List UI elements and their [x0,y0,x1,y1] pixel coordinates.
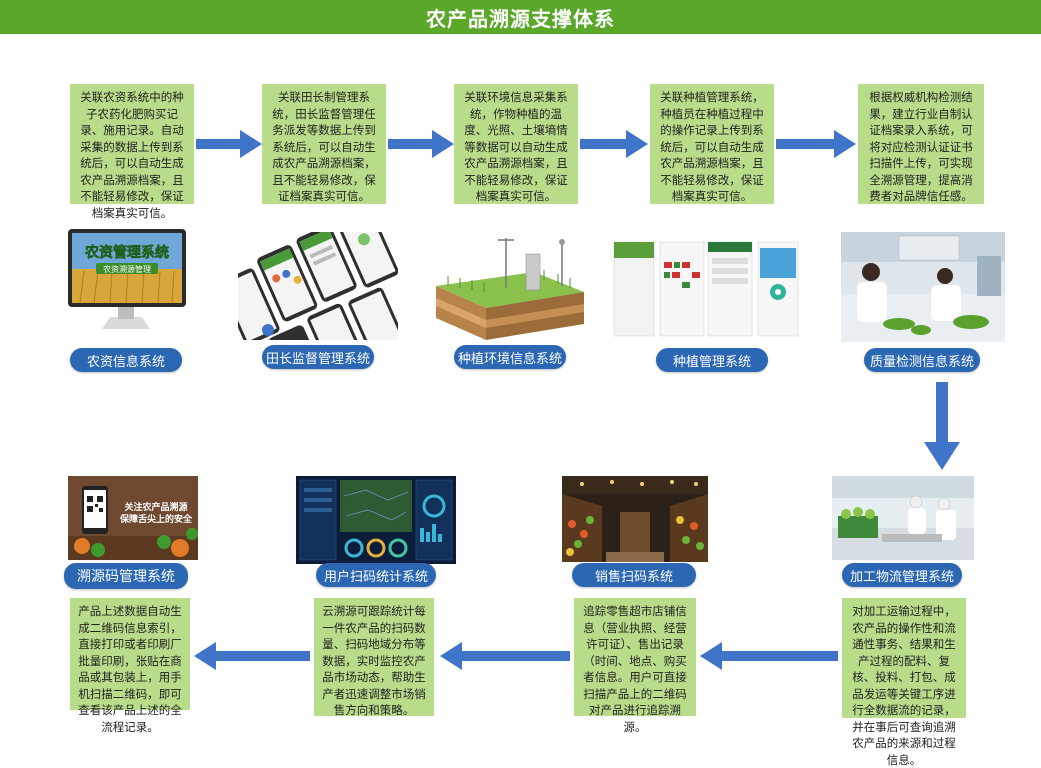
label-field-supervision-system: 田长监督管理系统 [262,345,374,369]
label-planting-management-system: 种植管理系统 [656,348,768,372]
field-supervision-app-image [238,232,398,340]
desc-traceability-code: 产品上述数据自动生成二维码信息索引，直接打印或者印刷厂批量印刷，张贴在商品或其包… [70,598,190,734]
right-arrow-icon [388,130,454,158]
agri-input-system-image: 农资管理系统 农资溯源管理 [60,225,192,341]
right-arrow-icon [776,130,856,158]
label-sales-scan-system: 销售扫码系统 [572,563,696,587]
down-arrow-icon [924,382,960,470]
desc-agri-input: 关联农资系统中的种子农药化肥购买记录、施用记录。自动采集的数据上传到系统后，可以… [70,84,194,220]
traceability-code-image: 关注农产品溯源 保障舌尖上的安全 [68,476,198,560]
desc-scan-statistics: 云溯源可跟踪统计每一件农产品的扫码数量、扫码地域分布等数据，实时监控农产品市场动… [314,598,434,717]
left-arrow-icon [440,642,570,670]
planting-management-screens-image [612,238,800,340]
screen-subtitle-text: 农资溯源管理 [103,264,151,274]
label-planting-environment-system: 种植环境信息系统 [454,345,566,369]
banner-line-2: 保障舌尖上的安全 [119,513,193,525]
scan-statistics-dashboard-image [296,476,456,564]
right-arrow-icon [196,130,262,158]
left-arrow-icon [194,642,310,670]
desc-sales-scan: 追踪零售超市店铺信息（营业执照、经营许可证）、售出记录（时间、地点、购买者信息。… [574,598,696,734]
planting-environment-image [434,232,586,344]
label-processing-logistics-system: 加工物流管理系统 [842,563,962,587]
label-agri-input-system: 农资信息系统 [70,348,182,372]
desc-quality-inspection: 根据权威机构检测结果，建立行业自制认证档案录入系统，可将对应检测认证证书扫描件上… [858,84,984,204]
processing-logistics-image [832,476,974,560]
label-quality-inspection-system: 质量检测信息系统 [864,348,980,372]
label-traceability-code-system: 溯源码管理系统 [64,563,188,589]
desc-field-supervision: 关联田长制管理系统，田长监督管理任务派发等数据上传到系统后，可以自动生成农产品溯… [262,84,386,204]
right-arrow-icon [580,130,648,158]
desc-planting-environment: 关联环境信息采集系统，作物种植的温度、光照、土壤墒情等数据可以自动生成农产品溯源… [454,84,578,204]
supermarket-scan-image [562,476,708,562]
screen-title-text: 农资管理系统 [84,244,169,261]
banner-line-1: 关注农产品溯源 [124,501,187,513]
desc-planting-management: 关联种植管理系统，种植员在种植过程中的操作记录上传到系统后，可以自动生成农产品溯… [650,84,774,204]
desc-processing-logistics: 对加工运输过程中，农产品的操作性和流通性事务、结果和生产过程的配料、复核、投料、… [842,598,966,767]
left-arrow-icon [700,642,838,670]
label-scan-statistics-system: 用户扫码统计系统 [316,563,436,587]
page-title: 农产品溯源支撑体系 [0,0,1041,34]
quality-inspection-lab-image [841,232,1005,342]
